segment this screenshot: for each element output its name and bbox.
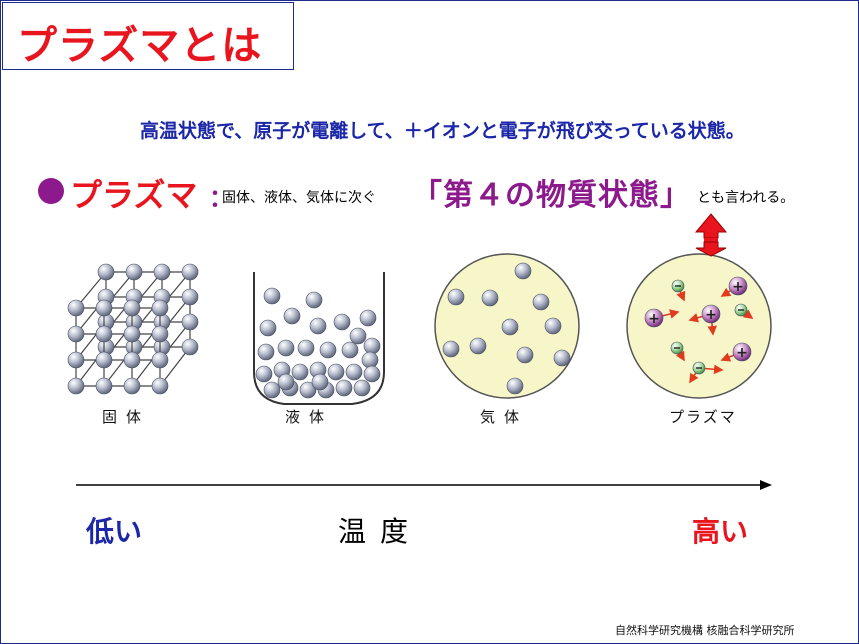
positive-ion-icon bbox=[701, 304, 721, 324]
atom-sphere-icon bbox=[95, 377, 113, 395]
atom-sphere-icon bbox=[257, 343, 275, 361]
atom-sphere-icon bbox=[506, 377, 524, 395]
atom-sphere-icon bbox=[181, 263, 199, 281]
plus-sign: + bbox=[736, 345, 748, 361]
atom-sphere-icon bbox=[181, 313, 199, 331]
colon-mark: ： bbox=[209, 184, 233, 212]
page-title: プラズマとは bbox=[17, 23, 263, 69]
atom-sphere-icon bbox=[481, 289, 499, 307]
atom-sphere-icon bbox=[516, 346, 534, 364]
plasma-heading: プラズマ bbox=[70, 176, 198, 214]
plus-sign: + bbox=[648, 311, 660, 327]
positive-ion-icon bbox=[732, 342, 752, 362]
atom-sphere-icon bbox=[333, 313, 351, 331]
atom-sphere-icon bbox=[553, 349, 571, 367]
atom-sphere-icon bbox=[277, 373, 295, 391]
title-box: プラズマとは bbox=[2, 2, 294, 70]
atom-sphere-icon bbox=[123, 351, 141, 369]
atom-sphere-icon bbox=[353, 379, 371, 397]
atom-sphere-icon bbox=[335, 379, 353, 397]
atom-sphere-icon bbox=[532, 293, 550, 311]
red-double-arrow-icon bbox=[694, 213, 728, 257]
caption-plasma: プラズマ bbox=[669, 408, 737, 426]
atom-sphere-icon bbox=[181, 288, 199, 306]
atom-sphere-icon bbox=[363, 365, 381, 383]
positive-ion-icon bbox=[728, 276, 748, 296]
atom-sphere-icon bbox=[501, 318, 519, 336]
atom-sphere-icon bbox=[299, 381, 317, 399]
atom-sphere-icon bbox=[263, 381, 281, 399]
atom-sphere-icon bbox=[311, 373, 329, 391]
atom-sphere-icon bbox=[123, 325, 141, 343]
atom-sphere-icon bbox=[95, 325, 113, 343]
plus-sign: + bbox=[732, 279, 744, 295]
atom-sphere-icon bbox=[67, 351, 85, 369]
states-text: 固体、液体、気体に次ぐ bbox=[222, 190, 376, 206]
atom-sphere-icon bbox=[67, 377, 85, 395]
purple-bullet-icon bbox=[38, 178, 64, 204]
atom-sphere-icon bbox=[67, 325, 85, 343]
positive-ion-icon bbox=[644, 308, 664, 328]
high-label: 高い bbox=[692, 515, 749, 548]
caption-solid: 固体 bbox=[102, 408, 151, 426]
liquid-beaker bbox=[253, 272, 385, 405]
atom-sphere-icon bbox=[125, 263, 143, 281]
plasma-circle: + + + + bbox=[626, 253, 772, 399]
atom-sphere-icon bbox=[259, 319, 277, 337]
temperature-axis-arrow bbox=[76, 480, 772, 490]
atom-sphere-icon bbox=[514, 262, 532, 280]
atom-sphere-icon bbox=[345, 363, 363, 381]
atom-sphere-icon bbox=[447, 288, 465, 306]
temperature-label: 温度 bbox=[338, 515, 423, 548]
atom-sphere-icon bbox=[544, 317, 562, 335]
atom-sphere-icon bbox=[309, 317, 327, 335]
atom-sphere-icon bbox=[297, 339, 315, 357]
atom-sphere-icon bbox=[151, 351, 169, 369]
plus-sign: + bbox=[705, 307, 717, 323]
atom-sphere-icon bbox=[305, 291, 323, 309]
atom-sphere-icon bbox=[181, 338, 199, 356]
atom-sphere-icon bbox=[151, 325, 169, 343]
atom-sphere-icon bbox=[283, 307, 301, 325]
atom-sphere-icon bbox=[359, 309, 377, 327]
low-label: 低い bbox=[86, 515, 143, 548]
atom-sphere-icon bbox=[151, 377, 169, 395]
atom-sphere-icon bbox=[95, 351, 113, 369]
caption-liquid: 液体 bbox=[285, 408, 334, 426]
also-said-text: とも言われる。 bbox=[697, 190, 795, 206]
fourth-state-text: 「第４の物質状態」 bbox=[412, 178, 691, 213]
solid-lattice bbox=[67, 263, 199, 395]
atom-sphere-icon bbox=[277, 339, 295, 357]
caption-gas: 気体 bbox=[480, 408, 529, 426]
atom-sphere-icon bbox=[263, 287, 281, 305]
atom-sphere-icon bbox=[319, 341, 337, 359]
plasma-definition: 高温状態で、原子が電離して、＋イオンと電子が飛び交っている状態。 bbox=[140, 120, 745, 142]
atom-sphere-icon bbox=[97, 263, 115, 281]
gas-circle bbox=[434, 253, 580, 399]
atom-sphere-icon bbox=[95, 299, 113, 317]
atom-sphere-icon bbox=[123, 377, 141, 395]
atom-sphere-icon bbox=[349, 327, 367, 345]
atom-sphere-icon bbox=[442, 340, 460, 358]
atom-sphere-icon bbox=[469, 337, 487, 355]
atom-sphere-icon bbox=[151, 299, 169, 317]
atom-sphere-icon bbox=[363, 337, 381, 355]
atom-sphere-icon bbox=[67, 299, 85, 317]
atom-sphere-icon bbox=[327, 363, 345, 381]
atom-sphere-icon bbox=[291, 363, 309, 381]
beaker-outline bbox=[253, 272, 385, 405]
atom-sphere-icon bbox=[153, 263, 171, 281]
atom-sphere-icon bbox=[123, 299, 141, 317]
atom-sphere-icon bbox=[361, 351, 379, 369]
footer-credit: 自然科学研究機構 核融合科学研究所 bbox=[615, 624, 795, 637]
atom-sphere-icon bbox=[255, 365, 273, 383]
atom-sphere-icon bbox=[341, 341, 359, 359]
